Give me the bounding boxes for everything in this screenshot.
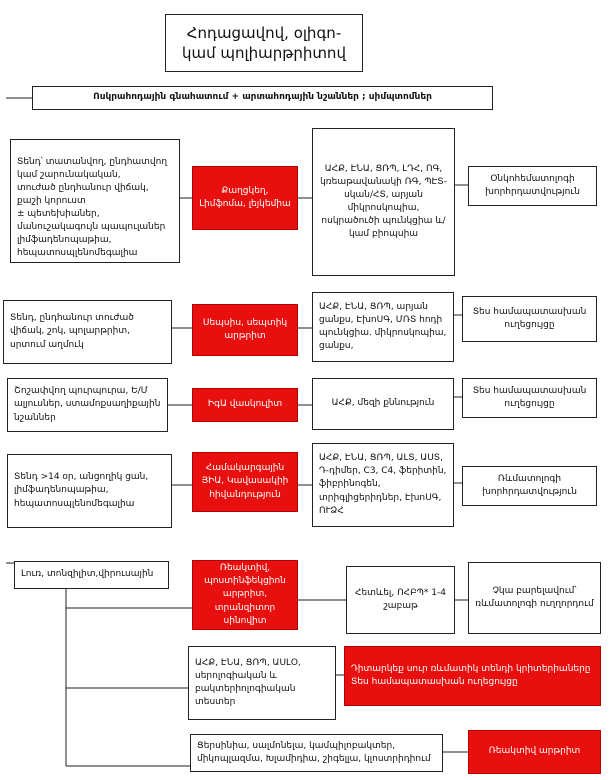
strep-tests-text: ԱՀՔ, ԷՆԱ, ՑՌՊ, ԱՍԼՕ, սերոլոգիական և բակտ…: [195, 657, 301, 708]
row4-result: Ռևմատոլոգի խորհրդատվություն: [462, 466, 597, 506]
row1-symptoms: Տենդ՝ տատանվող, ընդհատվող կամ շարունակակ…: [10, 139, 180, 263]
row4-tests-text: ԱՀՔ, ԷՆԱ, ՑՌՊ, ԱԼՏ, ԱՍՏ, Դ-դիմեր, C3, C4…: [319, 453, 447, 516]
rheumatic-fever-box: Դիտարկեք սուր ռևմատիկ տենդի կրիտերիաները…: [344, 646, 601, 706]
no-improvement-box: Չկա բարելավում՝ ռևմատոլոգի ուղղորդում: [468, 562, 601, 634]
row4-diagnosis-text: Համակարգային ՅԻԱ, Կավասակիի հիվանդությու…: [201, 463, 289, 500]
pathogens-box: Ցերսինիա, սալմոնելա, կամպիլոբակտեր, միկո…: [190, 734, 443, 772]
follow-up-box: Հետևել, ՈՀԲՊ* 1-4 շաբաթ: [346, 566, 455, 634]
row2-result-text: Տես համապատասխան ուղեցույցը: [472, 306, 587, 330]
row4-symptoms: Տենդ >14 օր, անցողիկ ցան, լիմֆադենոպաթիա…: [7, 454, 172, 528]
no-improvement-text: Չկա բարելավում՝ ռևմատոլոգի ուղղորդում: [475, 585, 594, 609]
row3-symptoms: Շոշափվող պուրպուրա, Ե/Մ ալյուսներ, ստամո…: [7, 378, 168, 432]
row2-diagnosis-text: Սեպսիս, սեպտիկ արթրիտ: [202, 317, 288, 341]
rheumatic-fever-text: Դիտարկեք սուր ռևմատիկ տենդի կրիտերիաները…: [351, 663, 591, 687]
reactive-arthritis-text: Ռեակտիվ արթրիտ: [488, 746, 581, 757]
assessment-banner: Ոսկրահոդային գնահատում + արտահոդային նշա…: [32, 86, 493, 110]
banner-text: Ոսկրահոդային գնահատում + արտահոդային նշա…: [93, 92, 432, 103]
row1-symptoms-text: Տենդ՝ տատանվող, ընդհատվող կամ շարունակակ…: [17, 157, 168, 259]
row3-symptoms-text: Շոշափվող պուրպուրա, Ե/Մ ալյուսներ, ստամո…: [14, 386, 161, 423]
reactive-arthritis-box: Ռեակտիվ արթրիտ: [468, 730, 601, 774]
row1-diagnosis: Քաղցկեղ, Լիմֆոմա, լեյկեմիա: [192, 166, 298, 230]
row3-diagnosis-text: ԻգԱ վասկուլիտ: [207, 399, 283, 410]
bottom-symptoms-text: Լուռ, տոնզիլիտ,վիրուսային: [21, 569, 154, 580]
row2-symptoms: Տենդ, ընդհանուր տուժած վիճակ, շոկ, պոլար…: [3, 300, 172, 364]
row4-diagnosis: Համակարգային ՅԻԱ, Կավասակիի հիվանդությու…: [192, 452, 298, 512]
pathogens-text: Ցերսինիա, սալմոնելա, կամպիլոբակտեր, միկո…: [197, 740, 431, 764]
row3-result: Տես համապատասխան ուղեցույցը: [462, 378, 597, 418]
title-text: Հոդացավով, օլիգո- կամ պոլիարթրիտով: [182, 23, 346, 62]
row1-result-text: Օնկոհեմատոլոգի խորհրդատվություն: [485, 173, 580, 197]
bottom-reactive-diagnosis: Ռեակտիվ, պոստինֆեկցիոն արթրիտ, տրանզիտոր…: [192, 560, 298, 630]
row1-tests: ԱՀՔ, ԷՆԱ, ՑՌՊ, ԼԴՀ, ՈԳ, կռեաթավանակի ՌԳ,…: [312, 128, 455, 276]
row3-diagnosis: ԻգԱ վասկուլիտ: [192, 388, 298, 422]
row2-tests: ԱՀՔ, ԷՆԱ, ՑՌՊ, արյան ցանքս, ԷխոՍԳ, ՄՌՏ հ…: [312, 292, 454, 362]
strep-tests-box: ԱՀՔ, ԷՆԱ, ՑՌՊ, ԱՍԼՕ, սերոլոգիական և բակտ…: [188, 646, 336, 720]
bottom-symptoms: Լուռ, տոնզիլիտ,վիրուսային: [14, 561, 169, 589]
row2-diagnosis: Սեպսիս, սեպտիկ արթրիտ: [192, 304, 298, 356]
row1-result: Օնկոհեմատոլոգի խորհրդատվություն: [468, 166, 597, 206]
follow-up-text: Հետևել, ՈՀԲՊ* 1-4 շաբաթ: [355, 587, 446, 611]
row2-symptoms-text: Տենդ, ընդհանուր տուժած վիճակ, շոկ, պոլար…: [10, 313, 134, 350]
row4-symptoms-text: Տենդ >14 օր, անցողիկ ցան, լիմֆադենոպաթիա…: [14, 472, 149, 509]
row3-tests-text: ԱՀՔ, մեզի քննություն: [331, 398, 435, 409]
row1-tests-text: ԱՀՔ, ԷՆԱ, ՑՌՊ, ԼԴՀ, ՈԳ, կռեաթավանակի ՌԳ,…: [320, 163, 447, 240]
row2-result: Տես համապատասխան ուղեցույցը: [462, 296, 597, 342]
row1-diagnosis-text: Քաղցկեղ, Լիմֆոմա, լեյկեմիա: [199, 185, 291, 209]
row2-tests-text: ԱՀՔ, ԷՆԱ, ՑՌՊ, արյան ցանքս, ԷխոՍԳ, ՄՌՏ հ…: [319, 301, 447, 352]
row4-result-text: Ռևմատոլոգի խորհրդատվություն: [482, 473, 577, 497]
bottom-reactive-diagnosis-text: Ռեակտիվ, պոստինֆեկցիոն արթրիտ, տրանզիտոր…: [204, 563, 286, 626]
row3-result-text: Տես համապատասխան ուղեցույցը: [472, 385, 587, 409]
diagram-title: Հոդացավով, օլիգո- կամ պոլիարթրիտով: [165, 14, 363, 72]
row4-tests: ԱՀՔ, ԷՆԱ, ՑՌՊ, ԱԼՏ, ԱՍՏ, Դ-դիմեր, C3, C4…: [312, 443, 454, 527]
row3-tests: ԱՀՔ, մեզի քննություն: [312, 378, 454, 430]
